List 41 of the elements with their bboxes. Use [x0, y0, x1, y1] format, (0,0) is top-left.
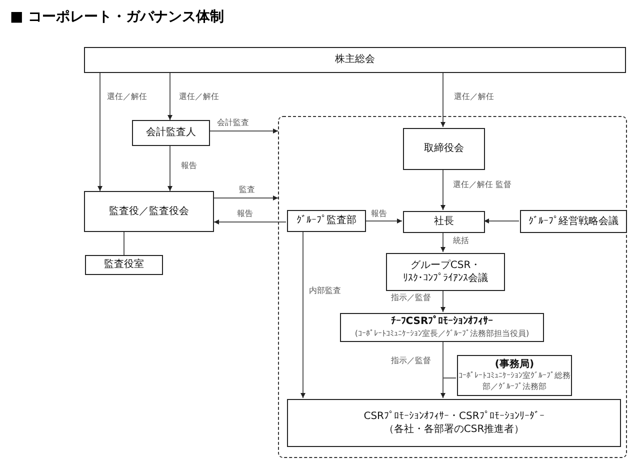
edge-label: 選任／解任 — [178, 92, 220, 102]
arrow — [214, 220, 286, 224]
leader-box: CSRﾌﾟﾛﾓｰｼｮﾝｵﾌｨｻｰ・CSRﾌﾟﾛﾓｰｼｮﾝﾘｰﾀﾞｰ （各社・各部署のCSR推進者） — [287, 399, 621, 447]
auditor-box: 会計監査人 — [132, 120, 210, 146]
arrow — [484, 218, 520, 224]
arrow — [168, 146, 172, 192]
edge-label: 報告 — [370, 209, 388, 219]
edge-label: 選任／解任 — [106, 92, 148, 102]
department-box: ｸﾞﾙｰﾌﾟ監査部 — [287, 210, 366, 232]
president-box: 社長 — [403, 211, 485, 233]
connector-line — [442, 340, 456, 378]
edge-label: 指示／監督 — [390, 293, 432, 303]
council-box: グループCSR・ ﾘｽｸ･ｺﾝﾌﾟﾗｲｱﾝｽ会議 — [386, 253, 505, 291]
office-box: 監査役室 — [85, 255, 163, 275]
meeting-box: 株主総会 — [84, 47, 626, 73]
arrow — [168, 72, 172, 120]
edge-label: 会計監査 — [216, 118, 250, 128]
arrow — [210, 128, 278, 134]
edge-label: 監査 — [238, 185, 256, 195]
edge-label: 選任／解任 監督 — [452, 180, 513, 190]
secretariat-box: (事務局) ｺｰﾎﾟﾚｰﾄｺﾐｭﾆｹｰｼｮﾝ室ｸﾞﾙｰﾌﾟ総務部／ｸﾞﾙｰﾌﾟ法務部 — [457, 355, 572, 396]
arrow — [440, 290, 446, 312]
edge-label: 報告 — [236, 209, 254, 219]
board-box: 監査役／監査役会 — [84, 191, 214, 232]
arrow — [300, 230, 306, 398]
arrow — [440, 72, 446, 128]
officer-box: ﾁｰﾌCSRﾌﾟﾛﾓｰｼｮﾝｵﾌｨｻｰ (ｺｰﾎﾟﾚｰﾄｺﾐｭﾆｹｰｼｮﾝ室長／ｸﾞﾙｰﾌﾟ法務部担当役員) — [340, 313, 544, 342]
edge-label: 報告 — [180, 161, 198, 171]
title: ■ コーポレート・ガバナンス体制 — [10, 8, 224, 26]
board-box: 取締役会 — [403, 128, 485, 170]
edge-label: 選任／解任 — [453, 92, 495, 102]
arrow — [364, 218, 402, 224]
arrow — [440, 232, 446, 252]
dashed-region — [278, 116, 627, 458]
edge-label: 指示／監督 — [390, 356, 432, 366]
arrow — [440, 168, 446, 210]
arrow — [214, 196, 278, 200]
arrow — [98, 72, 102, 192]
edge-label: 統括 — [452, 236, 470, 246]
edge-label: 内部監査 — [308, 286, 342, 296]
council-box: ｸﾞﾙｰﾌﾟ経営戦略会議 — [520, 210, 627, 233]
